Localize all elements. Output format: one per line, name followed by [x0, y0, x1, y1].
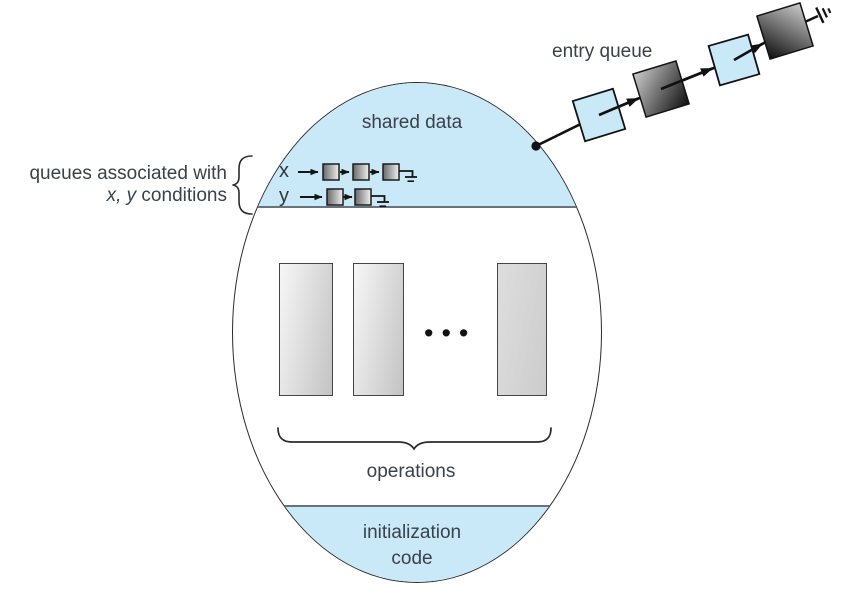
condition-x-label: x	[279, 160, 289, 182]
entry-queue-chain	[531, 1, 832, 151]
operation-rect-1	[279, 263, 333, 396]
operation-rect-3	[497, 263, 547, 396]
queue-node-icon	[322, 163, 400, 181]
initialization-region	[233, 505, 601, 582]
operations-brace-icon	[277, 427, 552, 451]
initialization-label-line2: code	[391, 548, 433, 569]
condition-y-label: y	[279, 185, 289, 207]
process-node-icon	[755, 1, 815, 61]
ellipsis-dots: •••	[424, 318, 477, 348]
operation-rect-2	[353, 263, 404, 396]
operations-label: operations	[366, 461, 456, 482]
arrow-icon	[598, 42, 763, 117]
entry-queue-label: entry queue	[552, 41, 653, 62]
ground-icon	[815, 6, 832, 24]
queues-annotation-line1: queues associated with	[29, 163, 227, 184]
queues-annotation-xy: x, y	[106, 185, 137, 206]
ground-icon	[399, 170, 417, 183]
queues-annotation-conditions: conditions	[136, 185, 227, 206]
initialization-label-line1: initialization	[362, 522, 462, 543]
queues-annotation-line2: x, y conditions	[0, 185, 227, 207]
initialization-label: initialization code	[332, 520, 492, 572]
condition-x-queue	[298, 163, 417, 183]
attachment-dot	[531, 141, 541, 151]
ground-icon	[371, 195, 389, 208]
annotation-brace-icon	[232, 155, 253, 215]
queue-node-icon	[326, 188, 372, 206]
shared-data-label: shared data	[361, 112, 463, 133]
condition-y-queue	[300, 188, 389, 208]
queues-annotation: queues associated with x, y conditions	[0, 163, 227, 207]
